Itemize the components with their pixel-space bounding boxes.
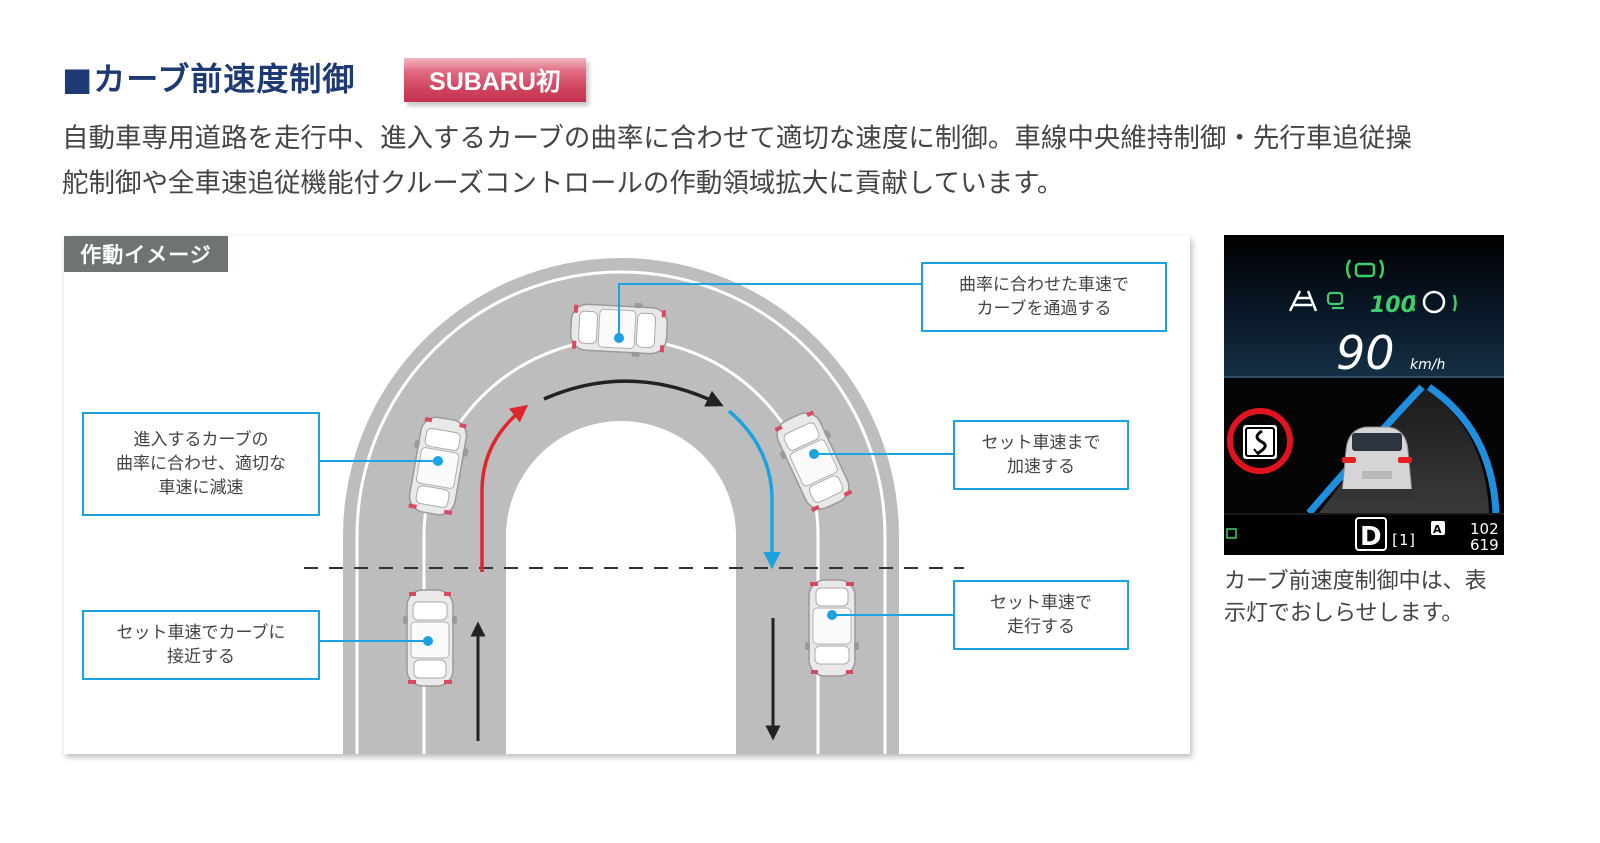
curve-road-illustration: [304, 258, 964, 754]
callout-line: カーブを通過する: [976, 299, 1112, 319]
leader-dot: [423, 636, 433, 646]
lead-car-icon: [1326, 291, 1344, 310]
odometer-top: 102: [1470, 520, 1499, 538]
caption-line: 示灯でおしらせします。: [1224, 601, 1464, 626]
leader-dot: [827, 610, 837, 620]
inner-lane-line: [518, 433, 724, 754]
leader-dot: [809, 449, 819, 459]
callout-pass: 曲率に合わせた車速で カーブを通過する: [921, 262, 1167, 332]
outer-lane-line: [355, 270, 887, 754]
callout-accelerate: セット車速まで 加速する: [953, 420, 1129, 490]
deceleration-arrow: [480, 404, 529, 572]
callout-line: 車速に減速: [158, 478, 244, 498]
gear-sub-indicator: [1]: [1390, 531, 1417, 549]
speed-value: 90: [1336, 326, 1395, 380]
lane-keep-icon: [1288, 290, 1318, 312]
callout-line: 曲率に合わせた車速で: [959, 275, 1129, 295]
callout-approach: セット車速でカーブに 接近する: [82, 610, 320, 680]
adaptive-cruise-icon: [1345, 259, 1385, 279]
acceleration-arrow: [727, 409, 781, 570]
subaru-first-badge: SUBARU初: [404, 58, 586, 102]
meter-display: 100 90 km/h: [1224, 235, 1504, 555]
drive-mode-indicator: A: [1433, 523, 1442, 536]
winding-road-sign-icon: [1243, 425, 1277, 459]
page-title: ■カーブ前速度制御: [62, 60, 356, 98]
odometer-bottom: 619: [1470, 536, 1499, 554]
meter-caption: カーブ前速度制御中は、表 示灯でおしらせします。: [1224, 566, 1514, 630]
curve-pass-arrow: [543, 379, 724, 407]
meter-display-graphic: 100 90 km/h: [1224, 235, 1504, 555]
callout-line: 走行する: [1007, 617, 1075, 637]
diagram-tag: 作動イメージ: [64, 236, 228, 272]
gear-indicator: D: [1360, 522, 1382, 552]
right-lane-line: [1427, 384, 1500, 514]
car-cruising: [804, 579, 860, 677]
description-line: 舵制御や全車速追従機能付クルーズコントロールの作動領域拡大に貢献しています。: [62, 168, 1064, 199]
speed-unit: km/h: [1410, 357, 1445, 373]
callout-cruise: セット車速で 走行する: [953, 580, 1129, 650]
operation-diagram: 作動イメージ: [64, 236, 1190, 754]
description-line: 自動車専用道路を走行中、進入するカーブの曲率に合わせて適切な速度に制御。車線中央…: [62, 123, 1412, 154]
description: 自動車専用道路を走行中、進入するカーブの曲率に合わせて適切な速度に制御。車線中央…: [62, 116, 1522, 206]
callout-line: セット車速でカーブに: [116, 623, 286, 643]
title-row: ■カーブ前速度制御: [62, 52, 355, 102]
indicator-highlight-circle: [1227, 408, 1293, 474]
callout-line: セット車速まで: [981, 433, 1101, 453]
eco-icon: [1226, 528, 1237, 539]
callout-line: 曲率に合わせ、適切な: [116, 454, 286, 474]
display-car: [1340, 426, 1414, 499]
leader-dot: [433, 456, 443, 466]
callout-decelerate: 進入するカーブの 曲率に合わせ、適切な 車速に減速: [82, 412, 320, 516]
callout-line: 進入するカーブの: [133, 430, 269, 450]
caption-line: カーブ前速度制御中は、表: [1224, 569, 1487, 594]
callout-line: セット車速で: [990, 593, 1092, 613]
steering-icon: [1411, 290, 1457, 314]
callout-line: 加速する: [1007, 457, 1075, 477]
leader-dot: [614, 333, 624, 343]
callout-line: 接近する: [167, 647, 235, 667]
leader-pass: [618, 283, 922, 338]
set-speed-value: 100: [1370, 293, 1416, 318]
